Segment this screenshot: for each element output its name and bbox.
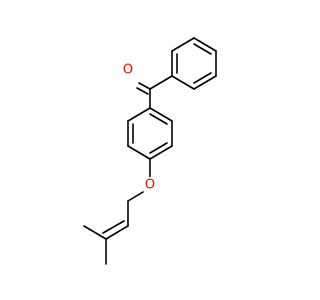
bond [136, 87, 149, 95]
bond [193, 72, 212, 84]
bond [171, 75, 195, 90]
carbonyl-group [136, 82, 151, 95]
bond [193, 37, 217, 52]
bond [127, 107, 151, 122]
molecule-structure: O O [83, 37, 217, 265]
carbonyl-oxygen-atom: O [120, 62, 136, 78]
prenyl-ether-chain [83, 158, 151, 265]
middle-phenyl-ring [127, 88, 173, 160]
bond [138, 82, 151, 90]
bond [149, 113, 168, 125]
bond [193, 75, 217, 90]
ether-oxygen-label: O [145, 178, 155, 193]
ether-oxygen-atom: O [142, 177, 158, 193]
bond [149, 145, 173, 160]
bond [127, 191, 144, 202]
bond [105, 225, 129, 240]
bond [127, 145, 151, 160]
carbonyl-oxygen-label: O [123, 63, 133, 78]
bond [171, 37, 195, 52]
bond [149, 107, 173, 122]
bond [149, 142, 168, 154]
bond [102, 220, 125, 234]
bond [193, 43, 212, 55]
top-phenyl-ring [149, 37, 217, 90]
bond [83, 225, 107, 240]
bond [149, 75, 173, 90]
